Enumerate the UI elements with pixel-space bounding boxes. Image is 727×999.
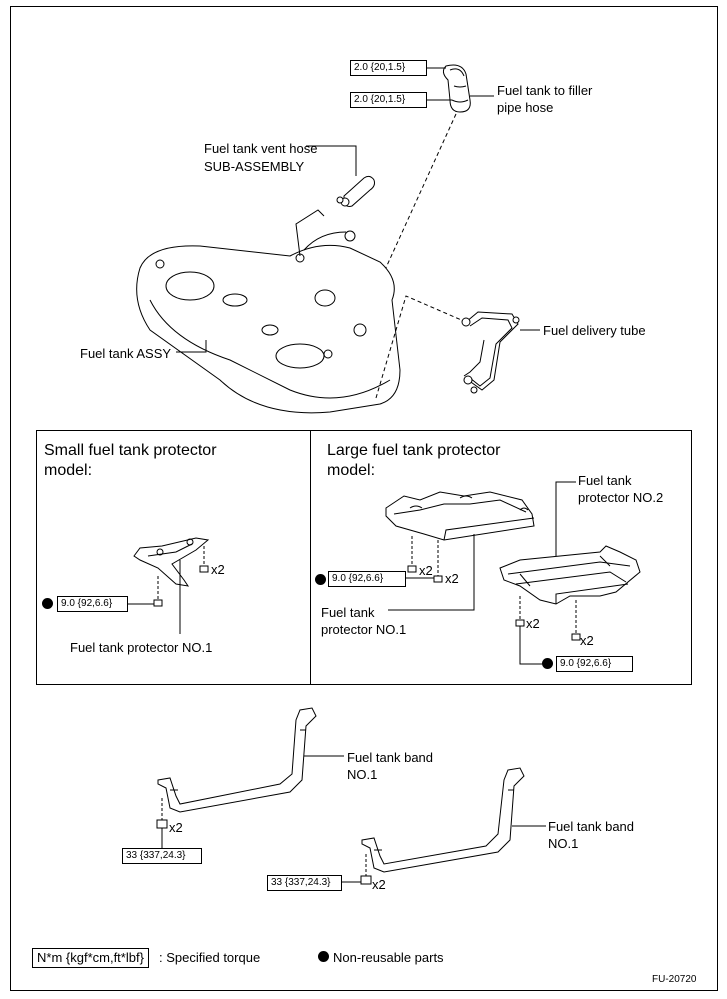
fuel-tank-drawing [136,209,401,414]
large-protector-no1-drawing [385,491,535,541]
label-band1-line2: NO.1 [347,767,378,782]
label-band2-line2: NO.1 [548,836,579,851]
label-protector-no2-line1: Fuel tank [578,473,632,488]
legend-torque-desc: : Specified torque [159,950,261,965]
large-protector-panel [310,430,692,685]
delivery-tube-drawing [461,311,520,394]
vent-hose-drawing [336,175,375,207]
small-model-heading-line2: model: [44,462,93,479]
torque-protector-small: 9.0 {92,6.6} [57,596,128,612]
large-protector-no2-drawing [499,545,641,605]
qty-large-bolt-b: x2 [445,571,459,586]
torque-band-2: 33 {337,24.3} [267,875,342,891]
figure-id: FU-20720 [652,974,697,985]
label-protector-no1-large-line1: Fuel tank [321,605,375,620]
label-fuel-delivery-tube: Fuel delivery tube [543,323,646,338]
legend-torque-unit: N*m {kgf*cm,ft*lbf} [32,948,149,968]
legend-nonreusable-dot [318,951,329,962]
label-band1-line1: Fuel tank band [347,750,434,765]
label-vent-hose-line2: SUB-ASSEMBLY [204,159,305,174]
figure-frame [10,6,718,991]
torque-protector-large-1: 9.0 {92,6.6} [328,571,406,587]
torque-band-1: 33 {337,24.3} [122,848,202,864]
large-model-heading-line1: Large fuel tank protector [327,442,501,459]
small-model-heading-line1: Small fuel tank protector [44,442,217,459]
large-model-heading-line2: model: [327,462,376,479]
qty-large-bolt-d: x2 [580,633,594,648]
qty-band-bolt-2: x2 [372,877,386,892]
small-protector-drawing [133,537,210,587]
label-band2-line1: Fuel tank band [548,819,635,834]
label-filler-hose-line2: pipe hose [497,100,554,115]
qty-band-bolt-1: x2 [169,820,183,835]
torque-protector-large-2: 9.0 {92,6.6} [556,656,633,672]
qty-small-bolt: x2 [211,562,225,577]
nonreusable-dot-large-1 [315,574,326,585]
label-protector-no1-large-line2: protector NO.1 [321,622,407,637]
label-protector-no2-line2: protector NO.2 [578,490,664,505]
qty-large-bolt-a: x2 [419,563,433,578]
label-fuel-tank-assy: Fuel tank ASSY [80,346,172,361]
label-protector-no1-small: Fuel tank protector NO.1 [70,640,213,655]
label-vent-hose-line1: Fuel tank vent hose [204,141,318,156]
torque-hose-lower: 2.0 {20,1.5} [350,92,427,108]
qty-large-bolt-c: x2 [526,616,540,631]
filler-hose-drawing [442,64,471,113]
legend-nonreusable-label: Non-reusable parts [333,950,444,965]
nonreusable-dot-small [42,598,53,609]
nonreusable-dot-large-2 [542,658,553,669]
label-filler-hose-line1: Fuel tank to filler [497,83,593,98]
fuel-tank-band-2-drawing [361,767,525,873]
torque-hose-upper: 2.0 {20,1.5} [350,60,427,76]
fuel-tank-band-1-drawing [157,707,317,813]
